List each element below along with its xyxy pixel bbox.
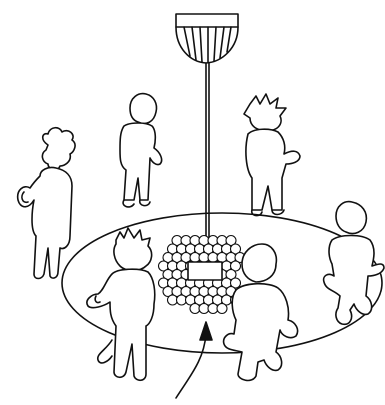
ball (229, 243, 242, 255)
arrow-pointer (175, 321, 213, 399)
person-back-left (119, 92, 163, 208)
basket (175, 13, 239, 64)
person-front-left-spiky (86, 227, 156, 382)
ball (225, 234, 237, 247)
ball (216, 302, 228, 315)
ball (229, 260, 242, 272)
ball (229, 277, 242, 289)
person-left-curly-hair (16, 126, 76, 280)
person-back-right-spiky (243, 93, 301, 217)
ball (225, 268, 237, 281)
person-far-right (322, 200, 385, 326)
pole-base (187, 261, 223, 281)
pole (205, 62, 210, 263)
person-front-right (222, 243, 299, 382)
